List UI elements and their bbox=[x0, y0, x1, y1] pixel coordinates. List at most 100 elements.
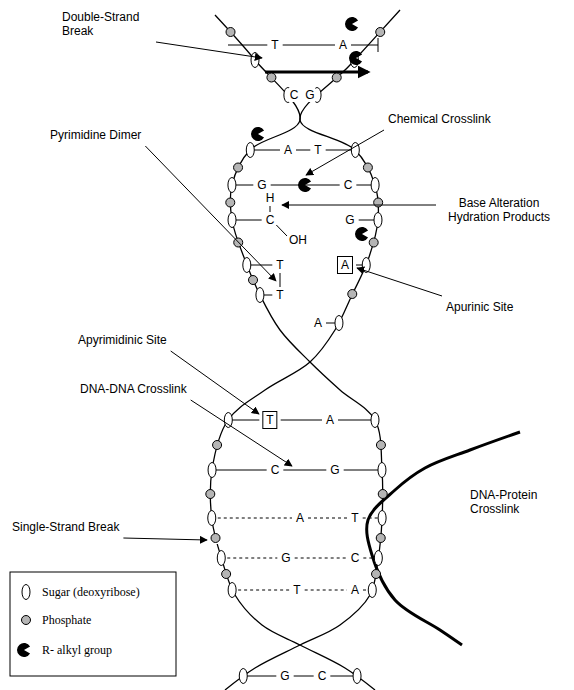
sugar-symbol bbox=[208, 463, 216, 478]
base-pair-rung bbox=[212, 518, 292, 519]
base-pair-rung bbox=[232, 590, 289, 591]
base-pair-rung bbox=[281, 420, 322, 421]
base-letter: H bbox=[265, 191, 276, 205]
base-letter: A bbox=[313, 316, 323, 330]
base-pair-rung bbox=[283, 45, 335, 46]
leader-line bbox=[282, 205, 436, 206]
sugar-symbol bbox=[228, 178, 236, 193]
base-letter: T bbox=[275, 258, 284, 272]
base-letter: T bbox=[313, 143, 322, 157]
sugar-symbol bbox=[217, 551, 225, 566]
callout-label: Single-Strand Break bbox=[12, 520, 119, 534]
sugar-symbol bbox=[243, 258, 251, 273]
base-pair-rung bbox=[283, 470, 326, 471]
phosphate-symbol bbox=[226, 28, 235, 37]
callout-label: Pyrimidine Dimer bbox=[50, 128, 141, 142]
sugar-symbol bbox=[228, 213, 236, 228]
phosphate-symbol bbox=[378, 490, 387, 499]
sugar-symbol bbox=[251, 53, 259, 68]
sugar-symbol bbox=[208, 511, 216, 526]
callout-label: DNA-DNA Crosslink bbox=[80, 382, 187, 396]
sugar-symbol bbox=[239, 669, 247, 684]
sugar-symbol bbox=[371, 413, 379, 428]
phosphate-symbol bbox=[363, 163, 372, 172]
base-letter: G bbox=[256, 178, 267, 192]
sugar-symbol bbox=[368, 583, 376, 598]
phosphate-symbol bbox=[206, 490, 215, 499]
base-letter: G bbox=[344, 213, 355, 227]
sugar-symbol bbox=[378, 511, 386, 526]
sugar-symbol bbox=[374, 213, 382, 228]
base-letter: T bbox=[350, 511, 359, 525]
phosphate-symbol bbox=[376, 441, 385, 450]
phosphate-symbol bbox=[376, 534, 385, 543]
break-tick bbox=[378, 38, 379, 52]
base-letter: C bbox=[289, 88, 300, 102]
phosphate-symbol bbox=[372, 570, 381, 579]
base-letter: C bbox=[343, 178, 354, 192]
phosphate-symbol bbox=[234, 163, 243, 172]
boxed-base: T bbox=[262, 411, 277, 429]
alkyl-symbol bbox=[17, 643, 30, 657]
phosphate-symbol bbox=[267, 73, 276, 82]
base-letter: A bbox=[295, 511, 305, 525]
base-pair-rung bbox=[212, 470, 267, 471]
base-letter: G bbox=[329, 463, 340, 477]
callout-label: DNA-Protein Crosslink bbox=[470, 488, 550, 516]
callout-label: Double-Strand Break bbox=[62, 10, 152, 38]
phosphate-symbol bbox=[376, 28, 385, 37]
base-letter: A bbox=[283, 143, 293, 157]
protein-chain bbox=[367, 432, 520, 645]
leader-line bbox=[156, 42, 262, 58]
sugar-symbol bbox=[256, 288, 264, 303]
sugar-symbol bbox=[22, 585, 30, 600]
base-pair-rung bbox=[221, 558, 277, 559]
leader-line bbox=[123, 538, 207, 540]
base-pair-rung bbox=[296, 150, 310, 151]
base-letter: A bbox=[325, 413, 335, 427]
backbone-strand bbox=[215, 15, 383, 690]
callout-label: Apyrimidinic Site bbox=[78, 333, 167, 347]
phosphate-symbol bbox=[22, 616, 31, 625]
base-pair-rung bbox=[228, 420, 259, 421]
break-arrow bbox=[265, 71, 368, 74]
base-letter: T bbox=[275, 288, 284, 302]
base-letter: OH bbox=[288, 233, 308, 247]
alkyl-symbol bbox=[298, 178, 311, 192]
base-letter: G bbox=[280, 551, 291, 565]
base-pair-rung bbox=[351, 45, 378, 46]
phosphate-symbol bbox=[226, 198, 235, 207]
leader-line bbox=[357, 268, 442, 296]
callout-label: Chemical Crosslink bbox=[388, 112, 491, 126]
base-letter: T bbox=[266, 413, 273, 427]
base-letter: T bbox=[270, 38, 279, 52]
base-pair-rung bbox=[295, 558, 347, 559]
phosphate-symbol bbox=[332, 73, 341, 82]
base-pair-rung bbox=[344, 470, 382, 471]
base-pair-rung bbox=[305, 590, 347, 591]
hydration-bond bbox=[270, 206, 271, 212]
base-letter: T bbox=[292, 583, 301, 597]
alkyl-symbol bbox=[345, 17, 358, 31]
leader-line bbox=[306, 130, 384, 175]
sugar-symbol bbox=[335, 316, 343, 331]
strand-break-gap bbox=[211, 534, 221, 544]
boxed-base: A bbox=[337, 256, 353, 274]
phosphate-symbol bbox=[369, 238, 378, 247]
legend-box bbox=[10, 572, 176, 676]
base-letter: G bbox=[279, 669, 290, 683]
sugar-symbol bbox=[374, 551, 382, 566]
leader-line bbox=[145, 146, 276, 281]
base-letter: C bbox=[265, 213, 276, 227]
alkyl-symbol bbox=[355, 227, 368, 241]
phosphate-symbol bbox=[222, 570, 231, 579]
base-pair-rung bbox=[338, 420, 375, 421]
base-letter: C bbox=[317, 669, 328, 683]
sugar-symbol bbox=[246, 143, 254, 158]
base-pair-rung bbox=[228, 45, 267, 46]
base-letter: A bbox=[338, 38, 348, 52]
base-letter: A bbox=[350, 583, 360, 597]
base-pair-rung bbox=[243, 676, 276, 677]
callout-label: Base Alteration Hydration Products bbox=[440, 196, 558, 224]
